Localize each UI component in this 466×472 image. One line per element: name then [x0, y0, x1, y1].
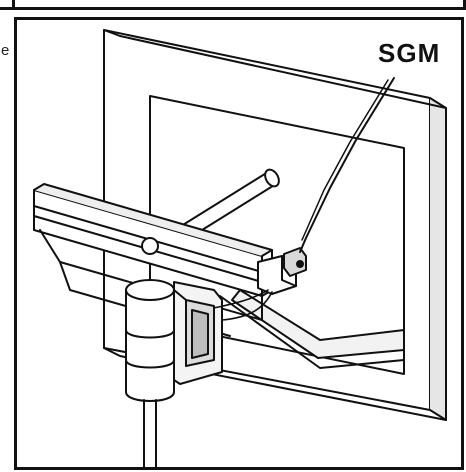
- top-border-rule: [0, 0, 466, 10]
- cropped-side-text: e: [1, 42, 10, 59]
- cable: [213, 289, 269, 309]
- wall-panel-side: [429, 97, 447, 421]
- motor-body: [125, 289, 175, 402]
- sgm-sensor: [283, 247, 307, 277]
- motor-shaft: [143, 399, 157, 469]
- sgm-callout-label: SGM: [378, 38, 441, 68]
- top-frame-fragment: [12, 0, 466, 7]
- rail-hole: [141, 237, 159, 255]
- callout-leader-line: [299, 77, 395, 253]
- wall-panel-bottom-edge: [103, 347, 447, 421]
